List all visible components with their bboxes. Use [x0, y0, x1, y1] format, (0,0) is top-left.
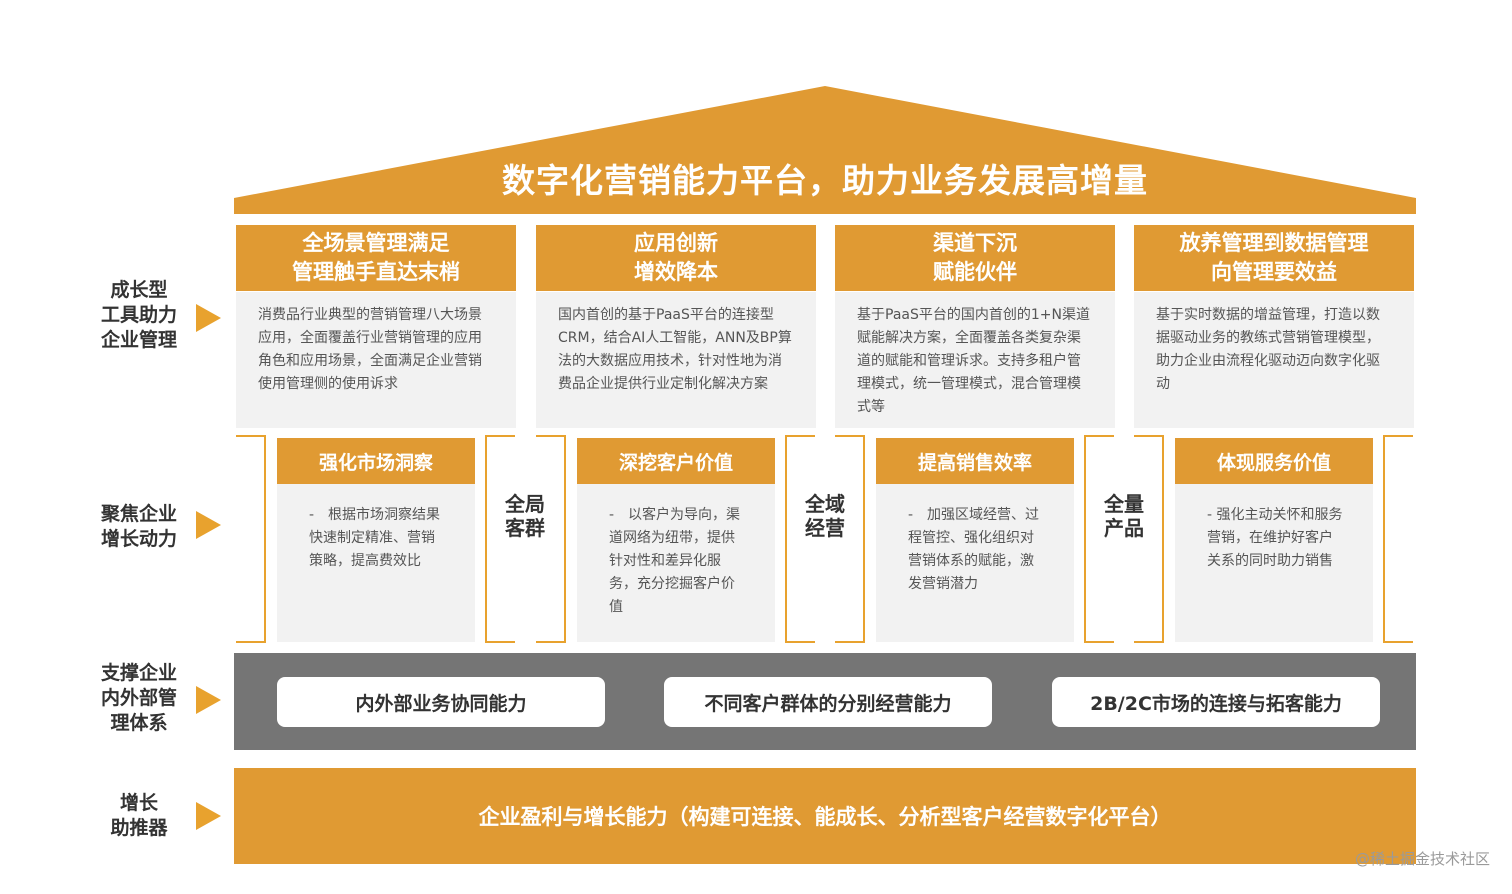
- card-title: 提高销售效率: [876, 438, 1074, 484]
- vertical-label: 全局客群: [505, 492, 545, 540]
- watermark-text: @稀土掘金技术社区: [1354, 850, 1490, 868]
- bracket-left: [1134, 435, 1164, 643]
- capability-pill: 2B/2C市场的连接与拓客能力: [1052, 677, 1380, 727]
- column-description: 消费品行业典型的营销管理八大场景应用，全面覆盖行业营销管理的应用角色和应用场景，…: [236, 292, 516, 428]
- side-label-line: 成长型: [110, 278, 168, 301]
- capability-pill: 内外部业务协同能力: [277, 677, 605, 727]
- bracket-right: [485, 435, 515, 643]
- column-header: 渠道下沉 赋能伙伴: [835, 225, 1115, 291]
- card-description: - 根据市场洞察结果快速制定精准、营销策略，提高费效比: [277, 484, 475, 642]
- side-label-line: 理体系: [110, 711, 168, 734]
- side-label-growth-tools: 成长型 工具助力 企业管理: [88, 276, 190, 354]
- card-description: - 以客户为导向，渠道网络为纽带，提供针对性和差异化服务，充分挖掘客户价值: [577, 484, 775, 642]
- column-header: 全场景管理满足 管理触手直达末梢: [236, 225, 516, 291]
- column-description: 基于实时数据的增益管理，打造以数据驱动业务的教练式营销管理模型，助力企业由流程化…: [1134, 292, 1414, 428]
- roof-shape: [234, 86, 1416, 214]
- vertical-label: 全域经营: [805, 492, 845, 540]
- column-title-line: 增效降本: [634, 260, 718, 284]
- bracket-left: [536, 435, 566, 643]
- side-label-line: 增长动力: [100, 528, 177, 550]
- column-description: 国内首创的基于PaaS平台的连接型CRM，结合AI人工智能，ANN及BP算法的大…: [536, 292, 816, 428]
- side-label-line: 企业管理: [100, 328, 177, 351]
- foundation-bar: 企业盈利与增长能力（构建可连接、能成长、分析型客户经营数字化平台）: [234, 768, 1416, 864]
- column-title-line: 渠道下沉: [933, 231, 1017, 255]
- bracket-left: [236, 435, 266, 643]
- bracket-right: [785, 435, 815, 643]
- column-title-line: 应用创新: [634, 231, 718, 255]
- column-title-line: 放养管理到数据管理: [1179, 231, 1369, 255]
- side-label-booster: 增长 助推器: [88, 789, 190, 843]
- card-description: - 加强区域经营、过程管控、强化组织对营销体系的赋能，激发营销潜力: [876, 484, 1074, 642]
- side-label-line: 内外部管: [100, 686, 177, 709]
- card-title: 体现服务价值: [1175, 438, 1373, 484]
- side-label-growth-drive: 聚焦企业 增长动力: [88, 500, 190, 554]
- side-label-support-system: 支撑企业 内外部管 理体系: [88, 659, 190, 737]
- card-title: 强化市场洞察: [277, 438, 475, 484]
- column-title-line: 向管理要效益: [1211, 260, 1337, 284]
- vertical-label: 全量产品: [1104, 492, 1144, 540]
- capability-pill: 不同客户群体的分别经营能力: [664, 677, 992, 727]
- column-header: 应用创新 增效降本: [536, 225, 816, 291]
- side-label-line: 增长: [119, 792, 158, 814]
- column-title-line: 管理触手直达末梢: [292, 260, 460, 284]
- column-description: 基于PaaS平台的国内首创的1+N渠道赋能解决方案，全面覆盖各类复杂渠道的赋能和…: [835, 292, 1115, 428]
- bracket-right: [1084, 435, 1114, 643]
- card-description: - 强化主动关怀和服务营销，在维护好客户关系的同时助力销售: [1175, 484, 1373, 642]
- platform-title: 数字化营销能力平台，助力业务发展高增量: [502, 161, 1148, 200]
- arrow-right-icon: [196, 511, 221, 539]
- card-title: 深挖客户价值: [577, 438, 775, 484]
- bracket-right: [1383, 435, 1413, 643]
- side-label-line: 工具助力: [100, 303, 177, 326]
- side-label-line: 助推器: [110, 817, 168, 839]
- column-title-line: 赋能伙伴: [933, 260, 1017, 284]
- column-header: 放养管理到数据管理 向管理要效益: [1134, 225, 1414, 291]
- arrow-right-icon: [196, 686, 221, 714]
- column-title-line: 全场景管理满足: [302, 231, 450, 255]
- side-label-line: 支撑企业: [100, 661, 177, 684]
- bracket-left: [835, 435, 865, 643]
- side-label-line: 聚焦企业: [100, 503, 177, 525]
- arrow-right-icon: [196, 802, 221, 830]
- arrow-right-icon: [196, 304, 221, 332]
